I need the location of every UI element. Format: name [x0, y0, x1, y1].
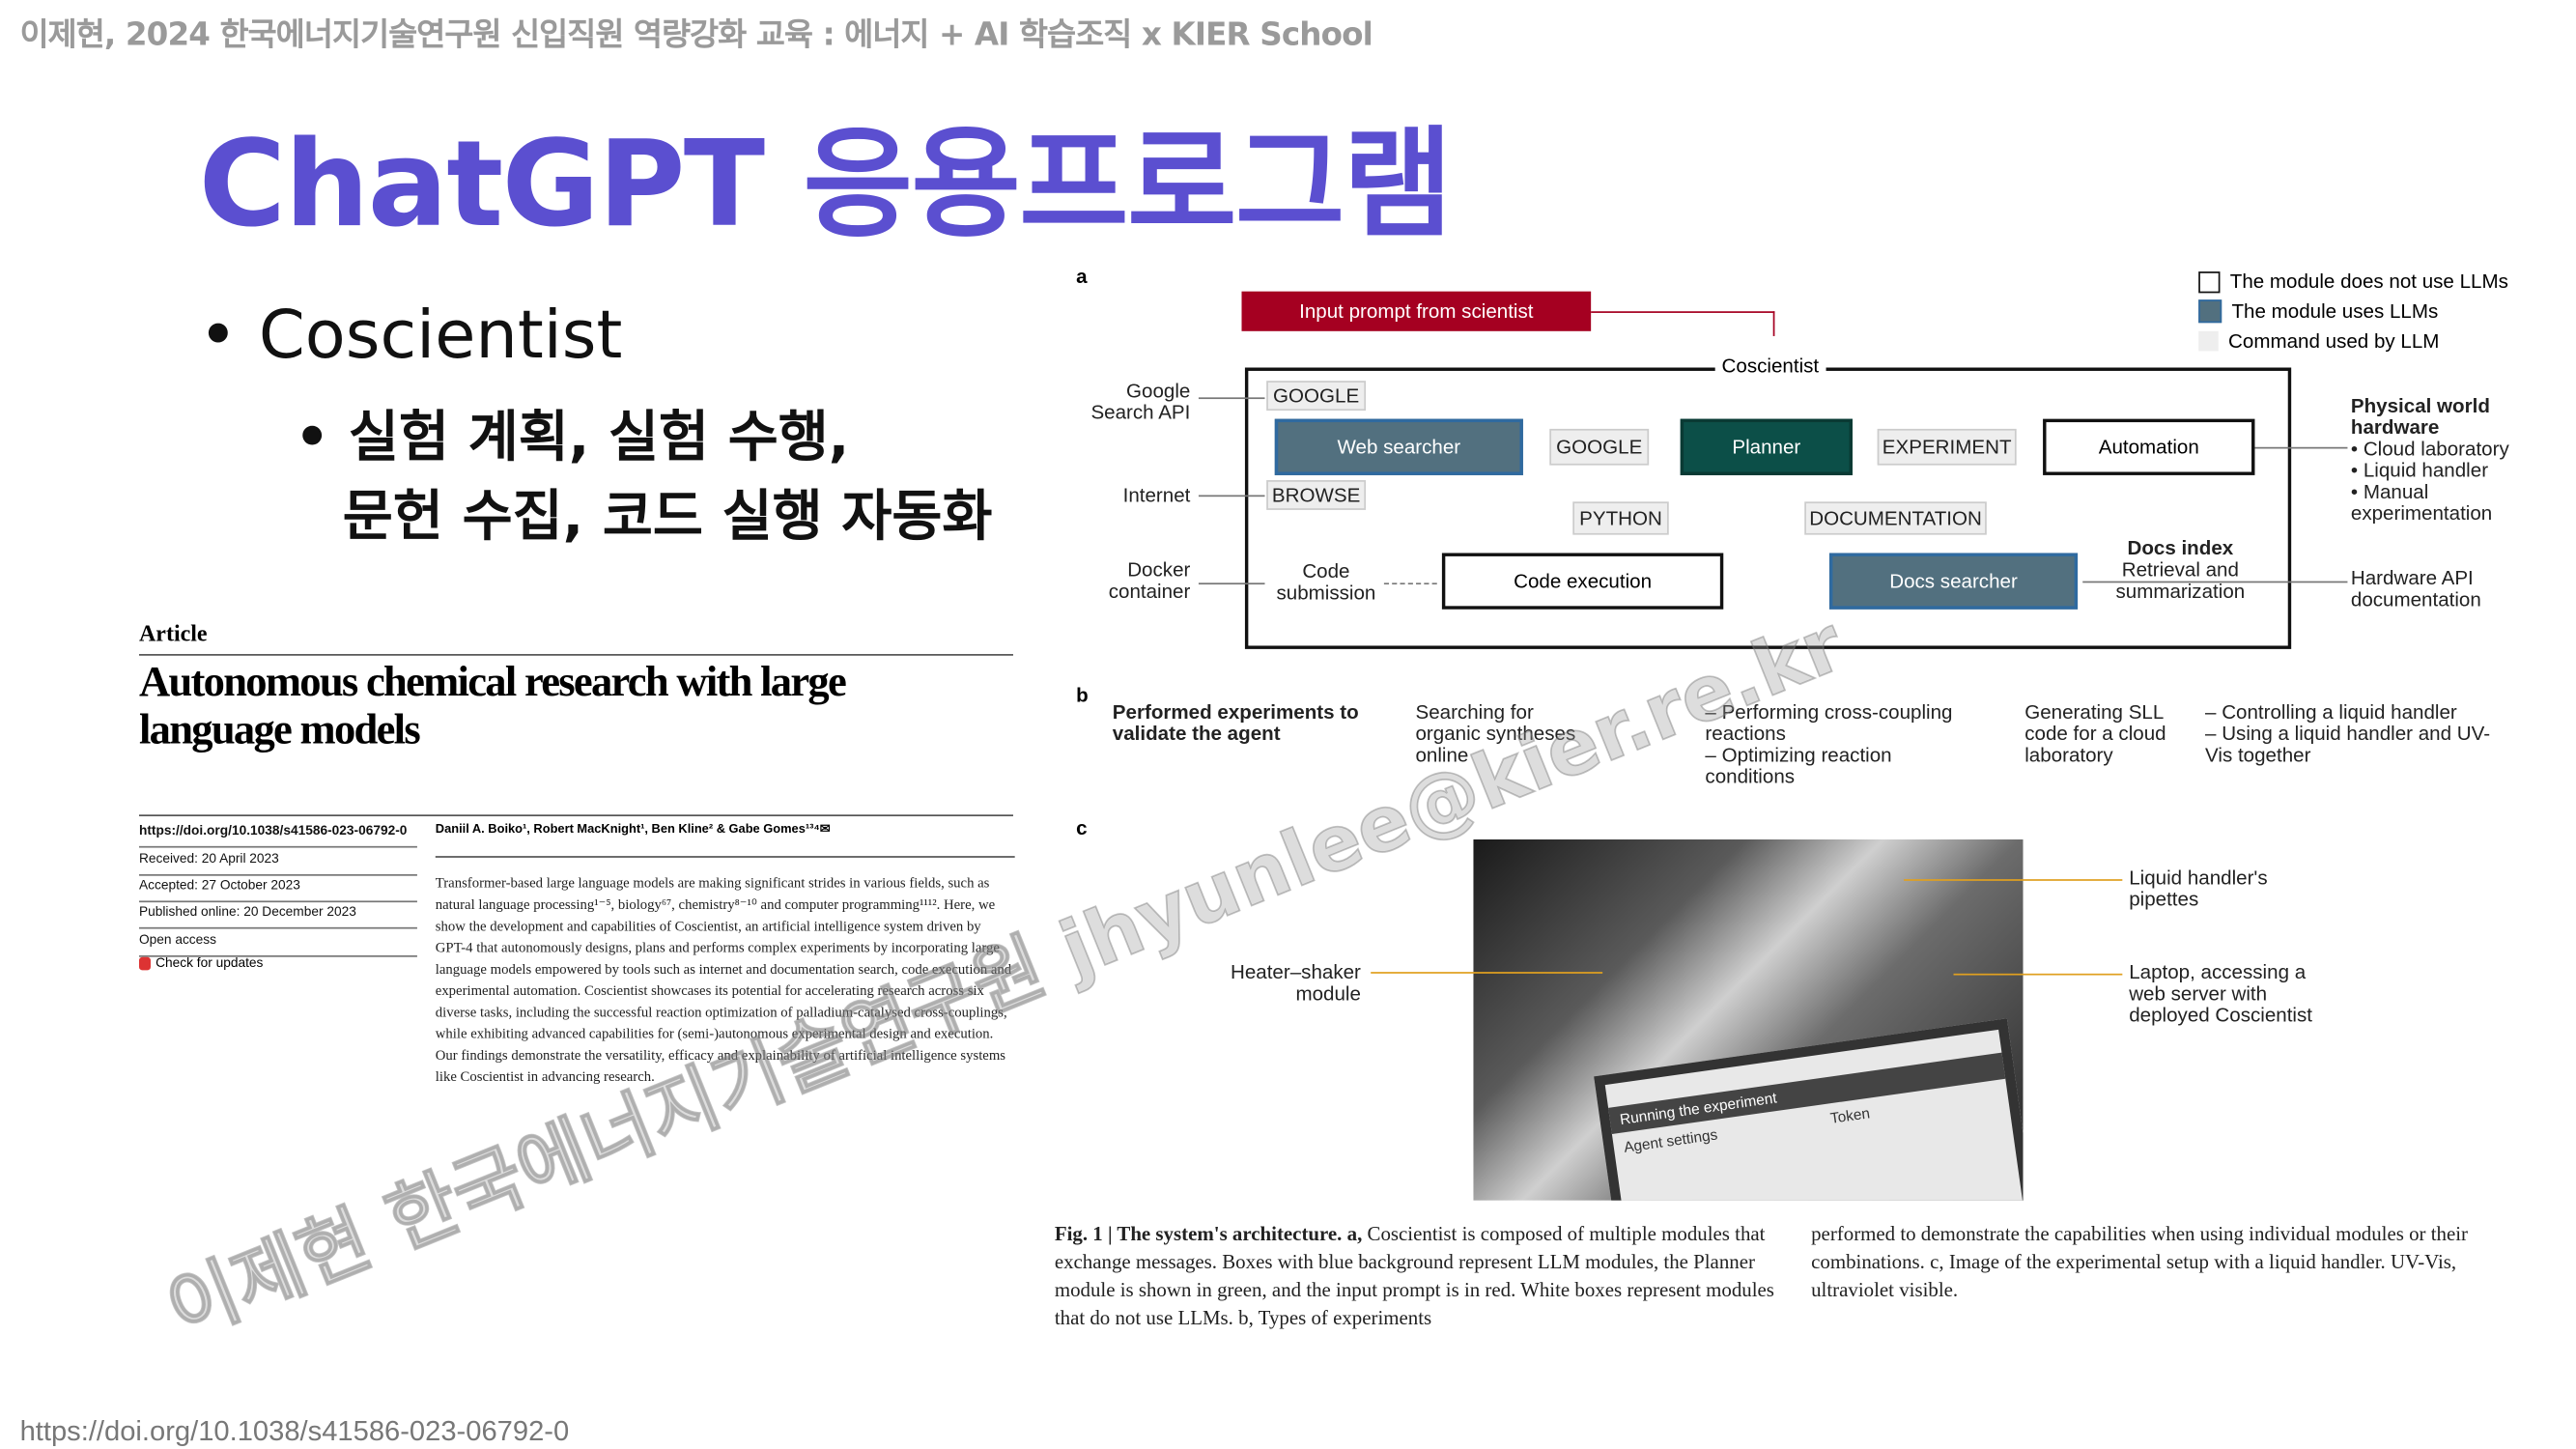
- divider: [138, 814, 1013, 817]
- arrow: [1198, 582, 1265, 585]
- figure-caption-left: Fig. 1 | The system's architecture. a, C…: [1054, 1221, 1774, 1330]
- cmd-documentation: DOCUMENTATION: [1804, 501, 1987, 535]
- legend: The module does not use LLMs The module …: [2198, 267, 2508, 356]
- physical-item: • Cloud laboratory: [2350, 437, 2509, 461]
- legend-item: Command used by LLM: [2228, 329, 2440, 354]
- web-searcher-module: Web searcher: [1274, 418, 1523, 475]
- callout-line: [1904, 879, 2123, 881]
- prompt-arrow: [1591, 311, 1775, 336]
- physical-item: • Manual experimentation: [2350, 480, 2493, 526]
- docs-searcher-module: Docs searcher: [1828, 553, 2079, 610]
- slide-header: 이제현, 2024 한국에너지기술연구원 신입직원 역량강화 교육 : 에너지 …: [19, 16, 1373, 53]
- laptop-label: Laptop, accessing a web server with depl…: [2129, 960, 2313, 1027]
- update-icon: [138, 955, 151, 970]
- experiment-type: Searching for organic syntheses online: [1415, 700, 1576, 767]
- screen-settings: Agent settings: [1623, 1125, 1719, 1156]
- footer-doi-link[interactable]: https://doi.org/10.1038/s41586-023-06792…: [19, 1415, 570, 1448]
- experiment-type: Performed experiments to validate the ag…: [1112, 700, 1359, 746]
- heater-label: Heater–shaker module: [1230, 960, 1361, 1006]
- code-execution-module: Code execution: [1441, 553, 1724, 610]
- pipettes-label: Liquid handler's pipettes: [2129, 866, 2268, 911]
- coscientist-frame: [1244, 367, 2292, 649]
- divider: [138, 654, 1013, 656]
- bullet-sub-line1: • 실험 계획, 실험 수행,: [295, 404, 850, 469]
- cmd-browse: BROWSE: [1266, 480, 1367, 510]
- article-title: Autonomous chemical research with large …: [138, 657, 847, 753]
- coscientist-label: Coscientist: [1714, 354, 1826, 378]
- input-prompt-box: Input prompt from scientist: [1241, 291, 1592, 331]
- legend-item: The module uses LLMs: [2231, 299, 2439, 324]
- panel-b-label: b: [1076, 683, 1089, 707]
- legend-swatch-white: [2198, 270, 2221, 293]
- check-updates-label: Check for updates: [156, 954, 264, 971]
- physical-item: • Liquid handler: [2350, 458, 2489, 482]
- experiment-type: Generating SLL code for a cloud laborato…: [2024, 700, 2166, 767]
- legend-swatch-gray: [2198, 330, 2219, 352]
- accepted-date: Accepted: 27 October 2023: [138, 872, 417, 903]
- callout-line: [1371, 972, 1603, 974]
- physical-world-label: Physical world hardware: [2350, 393, 2490, 440]
- cmd-google: GOOGLE: [1266, 381, 1367, 412]
- hardware-api-label: Hardware API documentation: [2350, 566, 2481, 611]
- bullet-sub-line2: 문헌 수집, 코드 실행 자동화: [342, 483, 993, 549]
- experiment-type: – Performing cross-coupling reactions – …: [1705, 700, 1953, 788]
- check-updates-link[interactable]: Check for updates: [138, 954, 264, 971]
- article-kind: Article: [138, 622, 208, 648]
- arrow: [2254, 446, 2348, 449]
- internet-label: Internet: [1122, 483, 1191, 507]
- panel-a-label: a: [1076, 265, 1088, 289]
- cmd-python: PYTHON: [1572, 501, 1669, 535]
- open-access: Open access: [138, 927, 417, 957]
- panel-c-label: c: [1076, 816, 1088, 839]
- screen-token: Token: [1828, 1104, 1872, 1127]
- legend-swatch-blue: [2198, 299, 2222, 324]
- authors: Daniil A. Boiko¹, Robert MacKnight¹, Ben…: [435, 821, 831, 837]
- docker-label: Docker container: [1108, 557, 1191, 603]
- google-api-label: Google Search API: [1090, 379, 1191, 424]
- arrow: [1198, 495, 1265, 497]
- divider: [435, 856, 1015, 858]
- docs-index-label: Docs index: [2127, 536, 2234, 560]
- figure-caption-right: performed to demonstrate the capabilitie…: [1811, 1221, 2469, 1302]
- automation-module: Automation: [2043, 418, 2255, 475]
- cmd-experiment: EXPERIMENT: [1877, 428, 2017, 466]
- callout-line: [1953, 973, 2123, 976]
- bullet-sub: • 실험 계획, 실험 수행, 문헌 수집, 코드 실행 자동화: [295, 397, 992, 556]
- bullet-main: • Coscientist: [198, 298, 623, 375]
- retrieval-label: Retrieval and summarization: [2115, 557, 2246, 603]
- abstract: Transformer-based large language models …: [435, 873, 1012, 1085]
- article-doi[interactable]: https://doi.org/10.1038/s41586-023-06792…: [138, 818, 417, 848]
- received-date: Received: 20 April 2023: [138, 846, 417, 876]
- arrow: [1198, 397, 1265, 400]
- legend-item: The module does not use LLMs: [2229, 270, 2508, 294]
- experiment-type: – Controlling a liquid handler – Using a…: [2205, 700, 2491, 767]
- arrow: [1383, 582, 1437, 585]
- code-submission-label: Code submission: [1276, 559, 1376, 605]
- published-date: Published online: 20 December 2023: [138, 899, 417, 929]
- arrow: [2082, 581, 2348, 583]
- cmd-google-2: GOOGLE: [1549, 428, 1650, 466]
- slide-title: ChatGPT 응용프로그램: [198, 114, 1454, 254]
- planner-module: Planner: [1680, 418, 1853, 475]
